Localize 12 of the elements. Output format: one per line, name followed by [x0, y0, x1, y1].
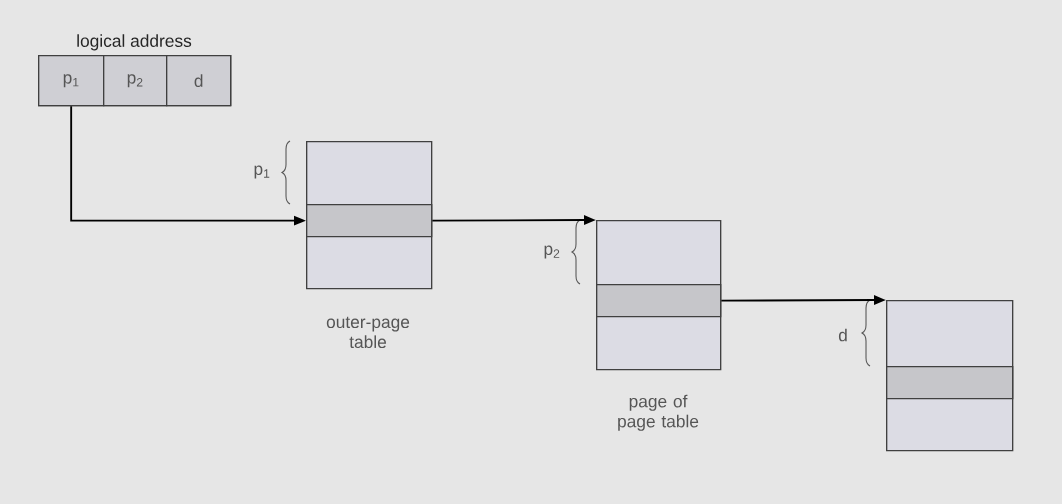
table-caption: page of page table [618, 394, 699, 431]
address-field: p$_{1}$ [38, 55, 105, 107]
table-caption: outer-page table [326, 316, 410, 349]
brace-label: d [838, 328, 847, 342]
brace-label: p$_{1}$ [254, 165, 270, 179]
heading: logical address [77, 34, 192, 51]
table-entry-row [306, 204, 433, 238]
address-field: d [166, 55, 232, 107]
table-entry-row [886, 366, 1014, 400]
address-field: p$_{2}$ [103, 55, 168, 107]
brace-label: p$_{2}$ [544, 245, 560, 259]
table-entry-row [596, 284, 722, 318]
